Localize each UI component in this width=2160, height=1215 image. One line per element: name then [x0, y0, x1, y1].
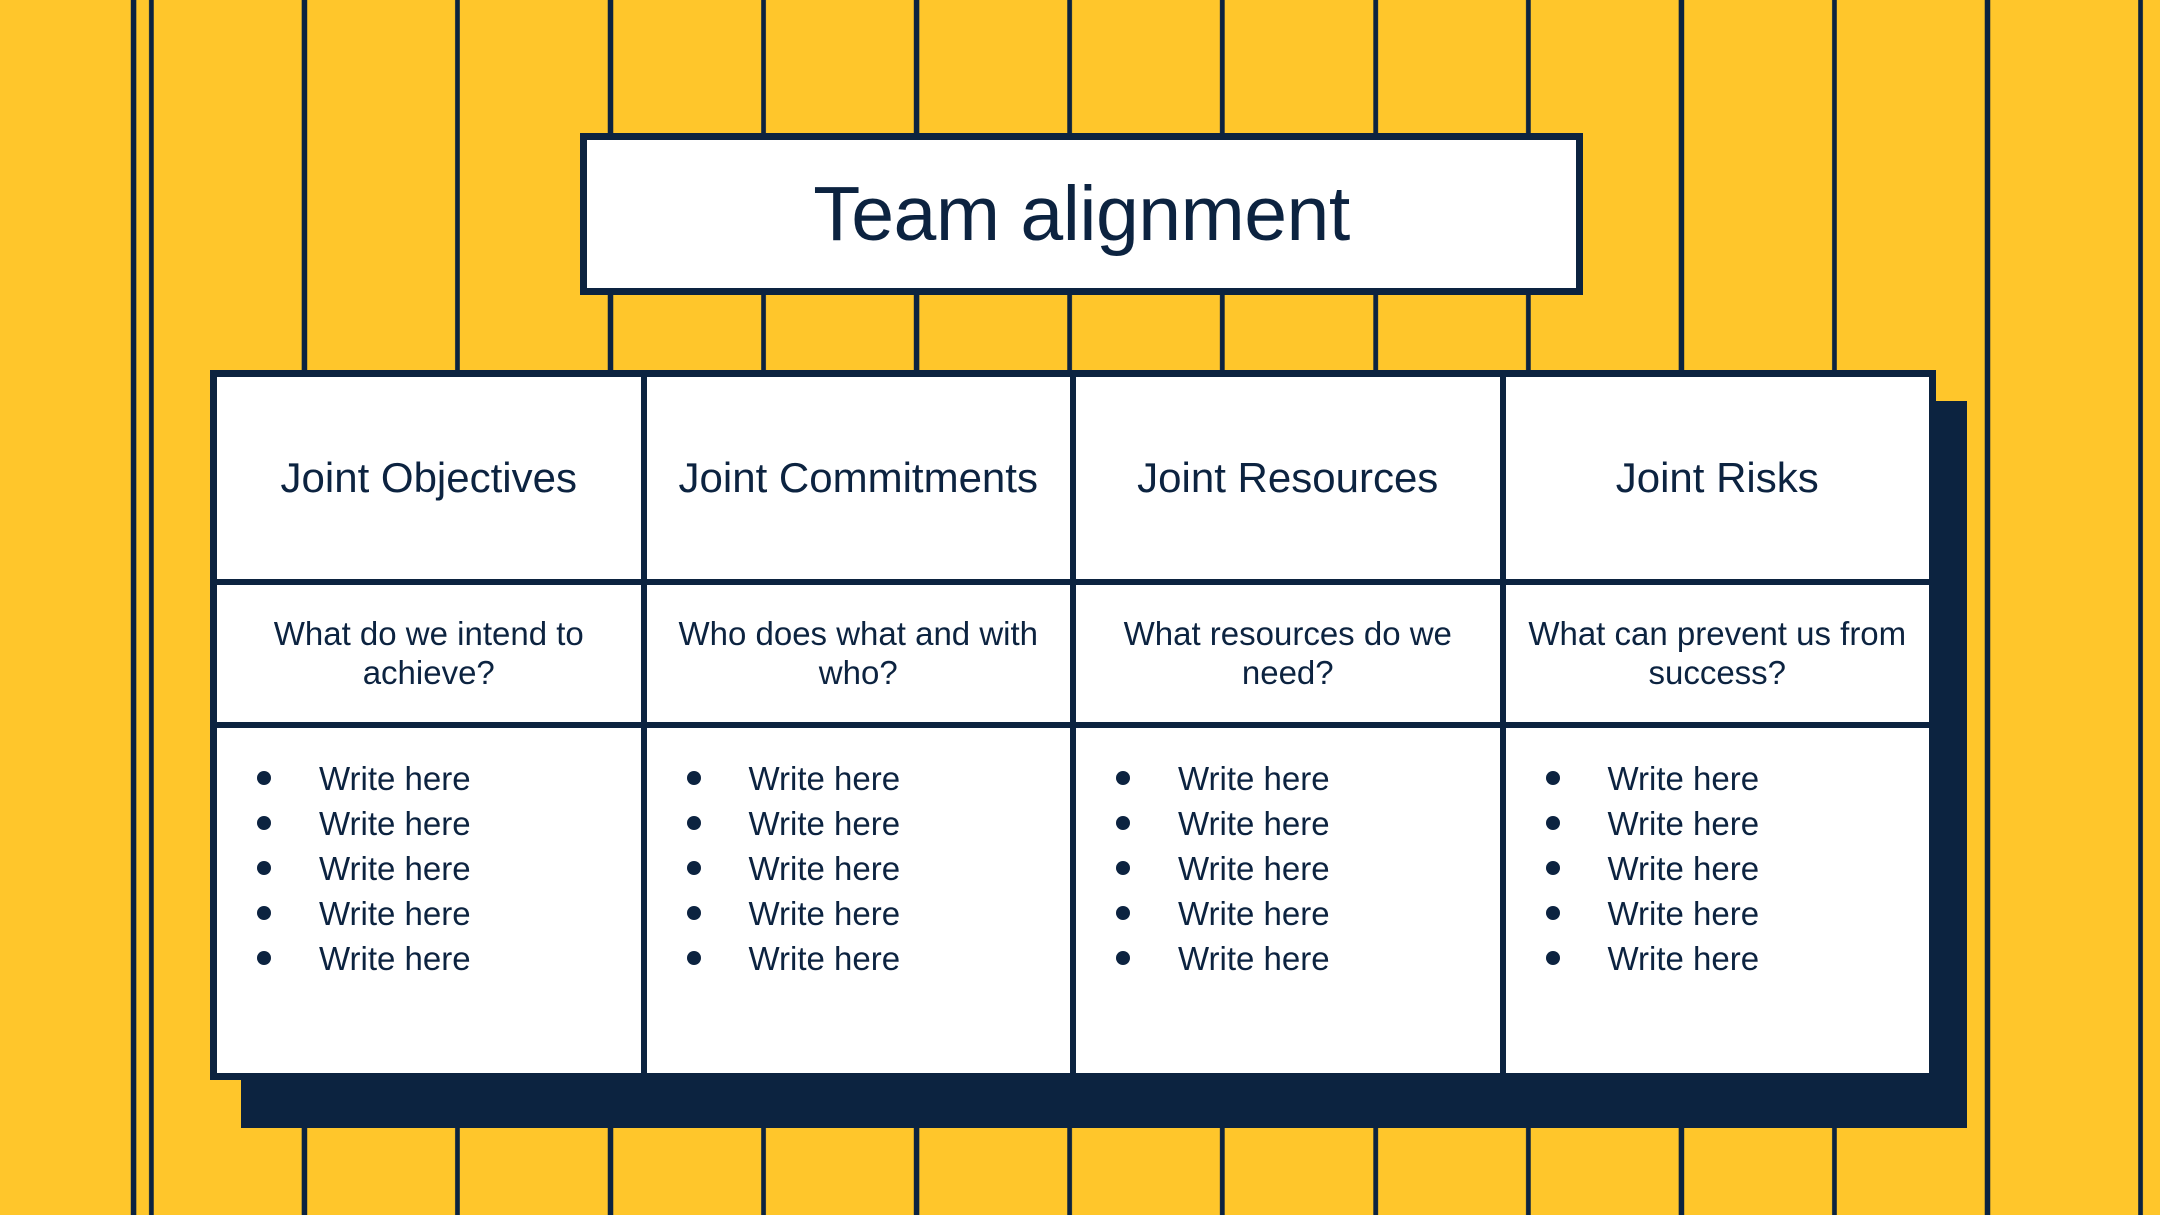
column-question-joint-commitments: Who does what and with who?: [640, 585, 1071, 722]
list-item-label: Write here: [748, 759, 901, 797]
table-question-row: What do we intend to achieve? Who does w…: [217, 579, 1929, 728]
bullet-dot-icon: [686, 906, 701, 920]
bullet-dot-icon: [257, 816, 271, 830]
list-item[interactable]: Write here: [1076, 760, 1330, 796]
bullet-cell-joint-risks: Write here Write here Write here Write h…: [1499, 728, 1930, 1073]
list-item-label: Write here: [1178, 804, 1330, 842]
list-item[interactable]: Write here: [1506, 849, 1760, 887]
list-item-label: Write here: [319, 804, 471, 842]
list-item-label: Write here: [1607, 759, 1760, 797]
list-item[interactable]: Write here: [217, 760, 471, 796]
bullet-dot-icon: [686, 951, 701, 965]
list-item[interactable]: Write here: [1076, 895, 1330, 931]
column-question-joint-risks: What can prevent us from success?: [1499, 585, 1930, 722]
list-item-label: Write here: [748, 939, 901, 977]
column-header-joint-resources: Joint Resources: [1070, 377, 1500, 579]
title-card: Team alignment: [580, 133, 1583, 295]
list-item[interactable]: Write here: [1506, 759, 1760, 797]
list-item[interactable]: Write here: [217, 805, 471, 841]
bullet-dot-icon: [686, 771, 701, 785]
bullet-dot-icon: [257, 951, 271, 965]
list-item[interactable]: Write here: [217, 850, 471, 886]
bullet-dot-icon: [257, 861, 271, 875]
list-item-label: Write here: [319, 894, 471, 932]
bullet-dot-icon: [686, 816, 701, 830]
table-header-row: Joint Objectives Joint Commitments Joint…: [217, 377, 1929, 579]
bullet-dot-icon: [1116, 951, 1130, 965]
bullet-dot-icon: [1545, 951, 1560, 965]
list-item[interactable]: Write here: [647, 894, 901, 932]
list-item-label: Write here: [319, 849, 471, 887]
column-question-joint-resources: What resources do we need?: [1070, 585, 1500, 722]
list-item[interactable]: Write here: [1076, 940, 1330, 976]
list-item-label: Write here: [1178, 849, 1330, 887]
list-item-label: Write here: [1607, 894, 1760, 932]
table-bullets-row: Write here Write here Write here Write h…: [217, 728, 1929, 1073]
list-item[interactable]: Write here: [1506, 804, 1760, 842]
bullet-dot-icon: [257, 906, 271, 920]
list-item[interactable]: Write here: [1076, 805, 1330, 841]
bullet-cell-joint-objectives: Write here Write here Write here Write h…: [217, 728, 641, 1073]
bullet-dot-icon: [1545, 861, 1560, 875]
list-item[interactable]: Write here: [647, 849, 901, 887]
bullet-dot-icon: [1545, 816, 1560, 830]
bullet-list: Write here Write here Write here Write h…: [647, 759, 901, 985]
list-item[interactable]: Write here: [217, 895, 471, 931]
bullet-cell-joint-resources: Write here Write here Write here Write h…: [1070, 728, 1500, 1073]
list-item-label: Write here: [748, 804, 901, 842]
bullet-dot-icon: [1116, 816, 1130, 830]
bullet-cell-joint-commitments: Write here Write here Write here Write h…: [640, 728, 1071, 1073]
bullet-list: Write here Write here Write here Write h…: [1076, 760, 1330, 985]
list-item-label: Write here: [319, 759, 471, 797]
list-item-label: Write here: [1607, 849, 1760, 887]
list-item-label: Write here: [748, 849, 901, 887]
column-header-joint-commitments: Joint Commitments: [640, 377, 1071, 579]
list-item-label: Write here: [1607, 804, 1760, 842]
list-item-label: Write here: [1178, 759, 1330, 797]
list-item-label: Write here: [319, 939, 471, 977]
list-item[interactable]: Write here: [1076, 850, 1330, 886]
bullet-dot-icon: [1545, 906, 1560, 920]
column-question-joint-objectives: What do we intend to achieve?: [273, 614, 584, 691]
alignment-table: Joint Objectives Joint Commitments Joint…: [210, 370, 1936, 1080]
list-item[interactable]: Write here: [1506, 894, 1760, 932]
bullet-dot-icon: [1116, 861, 1130, 875]
list-item[interactable]: Write here: [647, 759, 901, 797]
list-item-label: Write here: [748, 894, 901, 932]
list-item-label: Write here: [1178, 939, 1330, 977]
bullet-list: Write here Write here Write here Write h…: [217, 760, 471, 985]
list-item[interactable]: Write here: [647, 804, 901, 842]
bullet-dot-icon: [1116, 906, 1130, 920]
list-item[interactable]: Write here: [217, 940, 471, 976]
list-item[interactable]: Write here: [1506, 939, 1760, 977]
list-item-label: Write here: [1607, 939, 1760, 977]
bullet-dot-icon: [686, 861, 701, 875]
bullet-dot-icon: [1116, 771, 1130, 785]
column-header-joint-risks: Joint Risks: [1499, 377, 1930, 579]
page-title: Team alignment: [813, 170, 1350, 257]
bullet-list: Write here Write here Write here Write h…: [1506, 759, 1760, 985]
bullet-dot-icon: [257, 771, 271, 785]
bullet-dot-icon: [1545, 771, 1560, 785]
column-header-joint-objectives: Joint Objectives: [280, 453, 577, 501]
list-item[interactable]: Write here: [647, 939, 901, 977]
list-item-label: Write here: [1178, 894, 1330, 932]
